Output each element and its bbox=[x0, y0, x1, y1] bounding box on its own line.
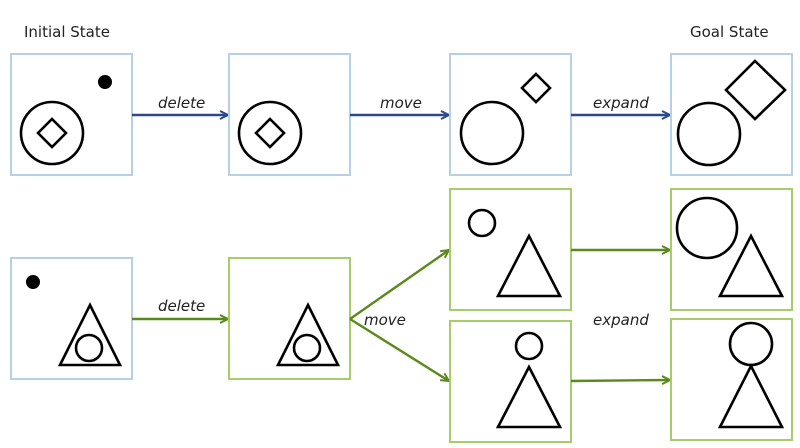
small-diamond bbox=[520, 72, 552, 104]
goal-state-title: Goal State bbox=[690, 23, 769, 41]
large-circle bbox=[19, 100, 85, 166]
small-circle bbox=[292, 333, 322, 363]
triangle bbox=[495, 233, 563, 298]
small-circle bbox=[514, 331, 544, 361]
initial-state-title: Initial State bbox=[24, 23, 110, 41]
triangle bbox=[57, 302, 123, 367]
row1-state-after-move bbox=[449, 53, 572, 176]
action-label-expand: expand bbox=[593, 311, 649, 329]
row1-state-initial bbox=[10, 53, 133, 176]
large-circle bbox=[459, 100, 525, 166]
large-diamond bbox=[724, 59, 787, 121]
triangle bbox=[717, 363, 785, 429]
arrow-move-branch-b bbox=[349, 317, 449, 381]
action-label-delete: delete bbox=[158, 297, 205, 315]
large-circle bbox=[676, 101, 742, 167]
state-box bbox=[228, 257, 351, 380]
row1-state-after-delete bbox=[228, 53, 351, 176]
triangle bbox=[275, 302, 341, 367]
arrow-move-branch-a bbox=[349, 250, 449, 320]
action-label-delete: delete bbox=[158, 94, 205, 112]
triangle bbox=[717, 233, 785, 298]
triangle bbox=[495, 364, 563, 429]
state-box bbox=[670, 188, 793, 311]
row2-state-initial bbox=[10, 257, 133, 380]
black-dot bbox=[26, 275, 40, 289]
large-circle bbox=[237, 100, 303, 166]
small-circle bbox=[74, 333, 104, 363]
black-dot bbox=[98, 75, 112, 89]
small-diamond bbox=[36, 117, 68, 149]
small-circle bbox=[467, 208, 497, 238]
row2-state-after-delete bbox=[228, 257, 351, 380]
row2-state-after-move-b bbox=[449, 320, 572, 443]
arrow-expand-branch-b bbox=[570, 380, 670, 381]
state-box bbox=[10, 257, 133, 380]
row1-state-goal bbox=[670, 53, 793, 176]
small-diamond bbox=[254, 117, 286, 149]
large-circle bbox=[675, 196, 739, 260]
action-label-move: move bbox=[364, 311, 406, 329]
row2-state-goal-b bbox=[670, 318, 793, 441]
row2-state-goal-a bbox=[670, 188, 793, 311]
state-box bbox=[449, 188, 572, 311]
row2-state-after-move-a bbox=[449, 188, 572, 311]
action-label-move: move bbox=[380, 94, 422, 112]
state-box bbox=[449, 320, 572, 443]
action-label-expand: expand bbox=[593, 94, 649, 112]
